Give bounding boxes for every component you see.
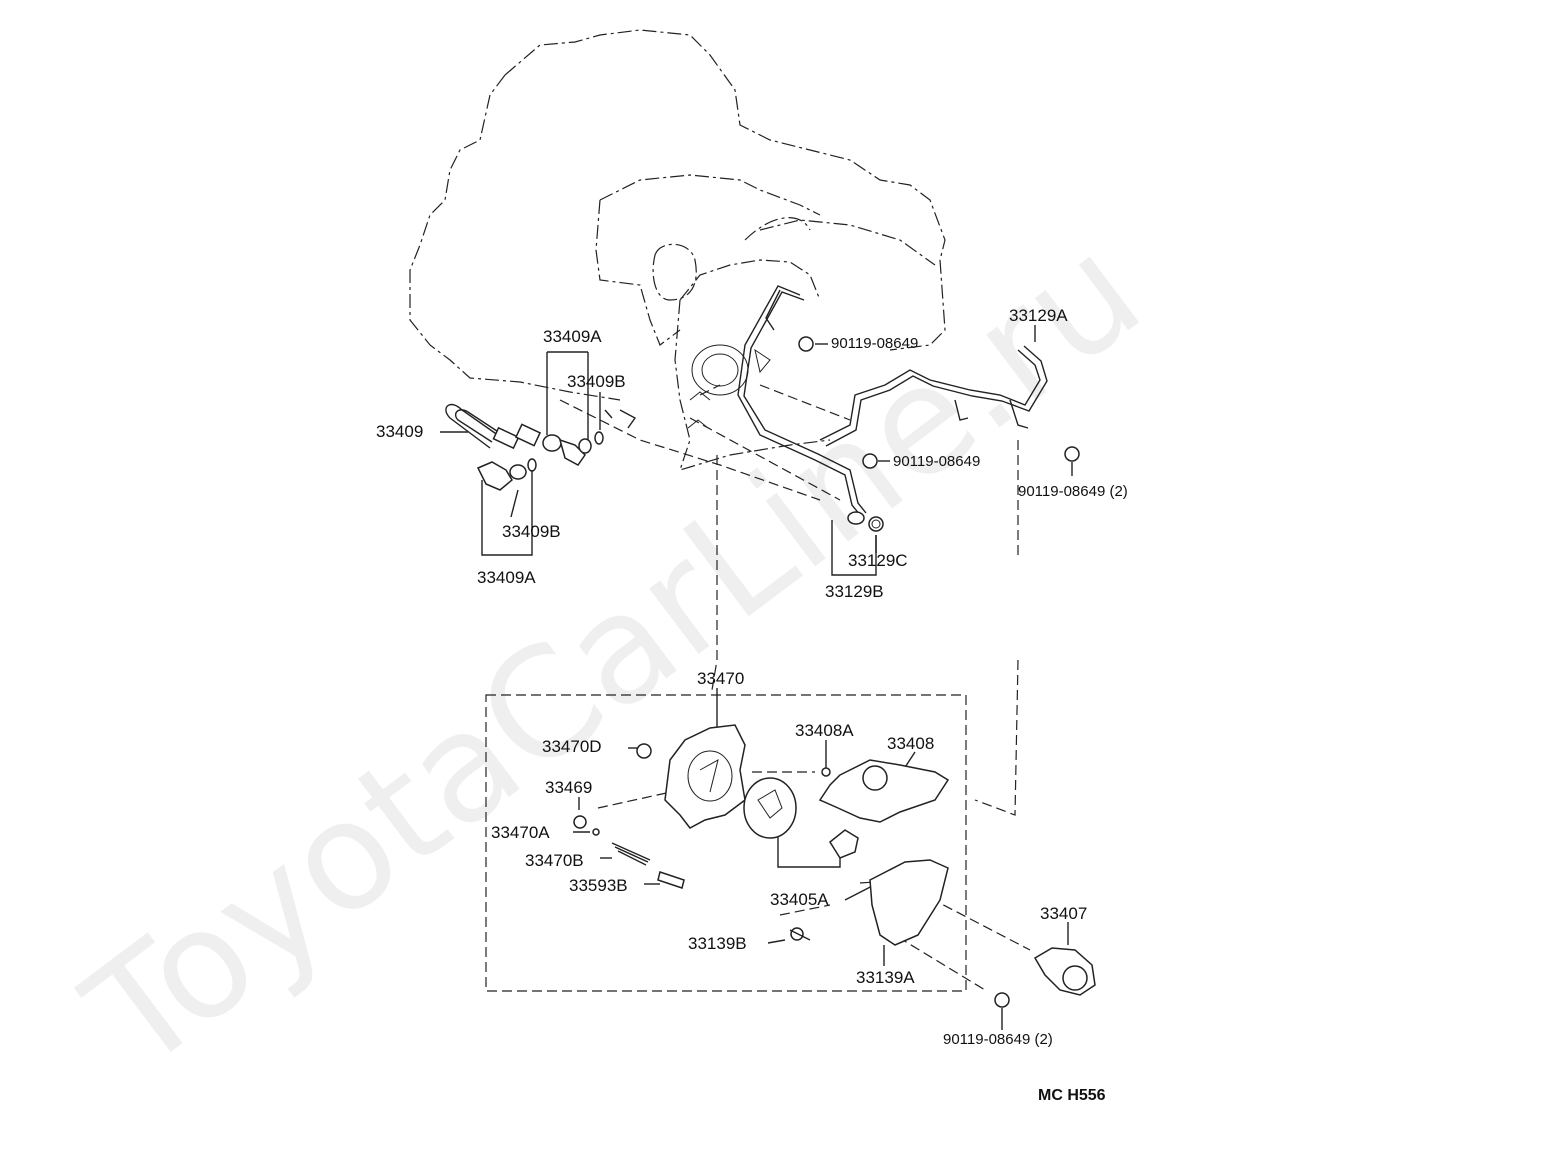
label-33139a: 33139A	[856, 968, 915, 987]
label-33408a: 33408A	[795, 721, 854, 740]
label-33409: 33409	[376, 422, 423, 441]
label-33470b: 33470B	[525, 851, 584, 870]
cooler-pipe-33409	[445, 403, 637, 491]
label-33470: 33470	[697, 669, 744, 688]
label-90119-b: 90119-08649	[893, 453, 980, 470]
leader-lines	[440, 325, 1073, 1030]
label-33139b: 33139B	[688, 934, 747, 953]
watermark: ToyotaCarLine.ru	[56, 204, 1171, 1105]
label-33129b: 33129B	[825, 582, 884, 601]
label-33593b: 33593B	[569, 876, 628, 895]
part-labels: 33409A 33409B 33409 33409B 33409A 90119-…	[376, 306, 1128, 1104]
label-33408: 33408	[887, 734, 934, 753]
label-33129c: 33129C	[848, 551, 908, 570]
label-33409a-top: 33409A	[543, 327, 602, 346]
label-33129a: 33129A	[1009, 306, 1068, 325]
label-90119-c: 90119-08649 (2)	[1018, 483, 1128, 500]
label-33409b-top: 33409B	[567, 372, 626, 391]
label-33470a: 33470A	[491, 823, 550, 842]
label-33469: 33469	[545, 778, 592, 797]
label-90119-a: 90119-08649	[831, 335, 918, 352]
diagram-code: MC H556	[1038, 1087, 1106, 1104]
label-33409a-bottom: 33409A	[477, 568, 536, 587]
label-33405a: 33405A	[770, 890, 829, 909]
label-33470d: 33470D	[542, 737, 602, 756]
label-33409b-bottom: 33409B	[502, 522, 561, 541]
transmission-case	[409, 29, 946, 471]
label-33407: 33407	[1040, 904, 1087, 923]
oil-tube-33129a	[737, 285, 1048, 532]
label-90119-d: 90119-08649 (2)	[943, 1031, 1053, 1048]
oil-pump-assembly	[573, 336, 1096, 1008]
